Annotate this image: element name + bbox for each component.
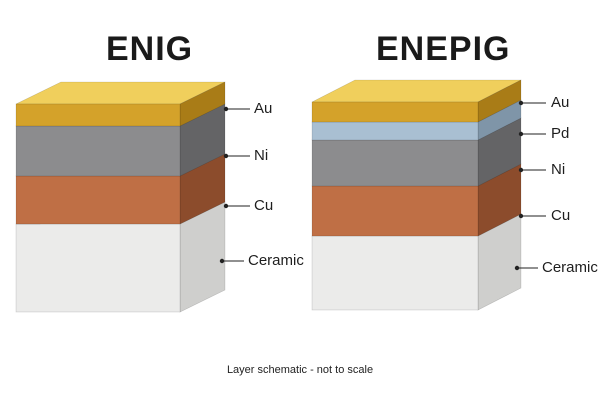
leader-lines <box>219 100 546 271</box>
enepig-stack <box>311 79 522 311</box>
label-enig-cu: Cu <box>254 197 274 214</box>
enig-stack <box>15 81 226 313</box>
label-enepig-pd: Pd <box>551 125 570 142</box>
dot-enepig-au <box>518 100 524 106</box>
dot-enig-au <box>223 106 229 112</box>
label-enig-ni: Ni <box>254 147 269 164</box>
label-enepig-ni: Ni <box>551 161 566 178</box>
dot-enig-ceramic <box>219 258 225 264</box>
label-enig-au: Au <box>254 100 273 117</box>
enepig-layer-au <box>311 79 522 123</box>
enepig-layer-ceramic <box>311 213 522 311</box>
label-enepig-au: Au <box>551 94 570 111</box>
dot-enig-ni <box>223 153 229 159</box>
dot-enig-cu <box>223 203 229 209</box>
enig-title: ENIG <box>106 30 194 68</box>
label-enepig-cu: Cu <box>551 207 571 224</box>
enig-layer-au <box>15 81 226 127</box>
dot-enepig-ceramic <box>514 265 520 271</box>
dot-enepig-cu <box>518 213 524 219</box>
enepig-title: ENEPIG <box>376 30 511 68</box>
caption: Layer schematic - not to scale <box>226 364 374 376</box>
dot-enepig-ni <box>518 167 524 173</box>
dot-enepig-pd <box>518 131 524 137</box>
label-enepig-ceramic: Ceramic <box>542 259 598 276</box>
label-enig-ceramic: Ceramic <box>248 252 304 269</box>
